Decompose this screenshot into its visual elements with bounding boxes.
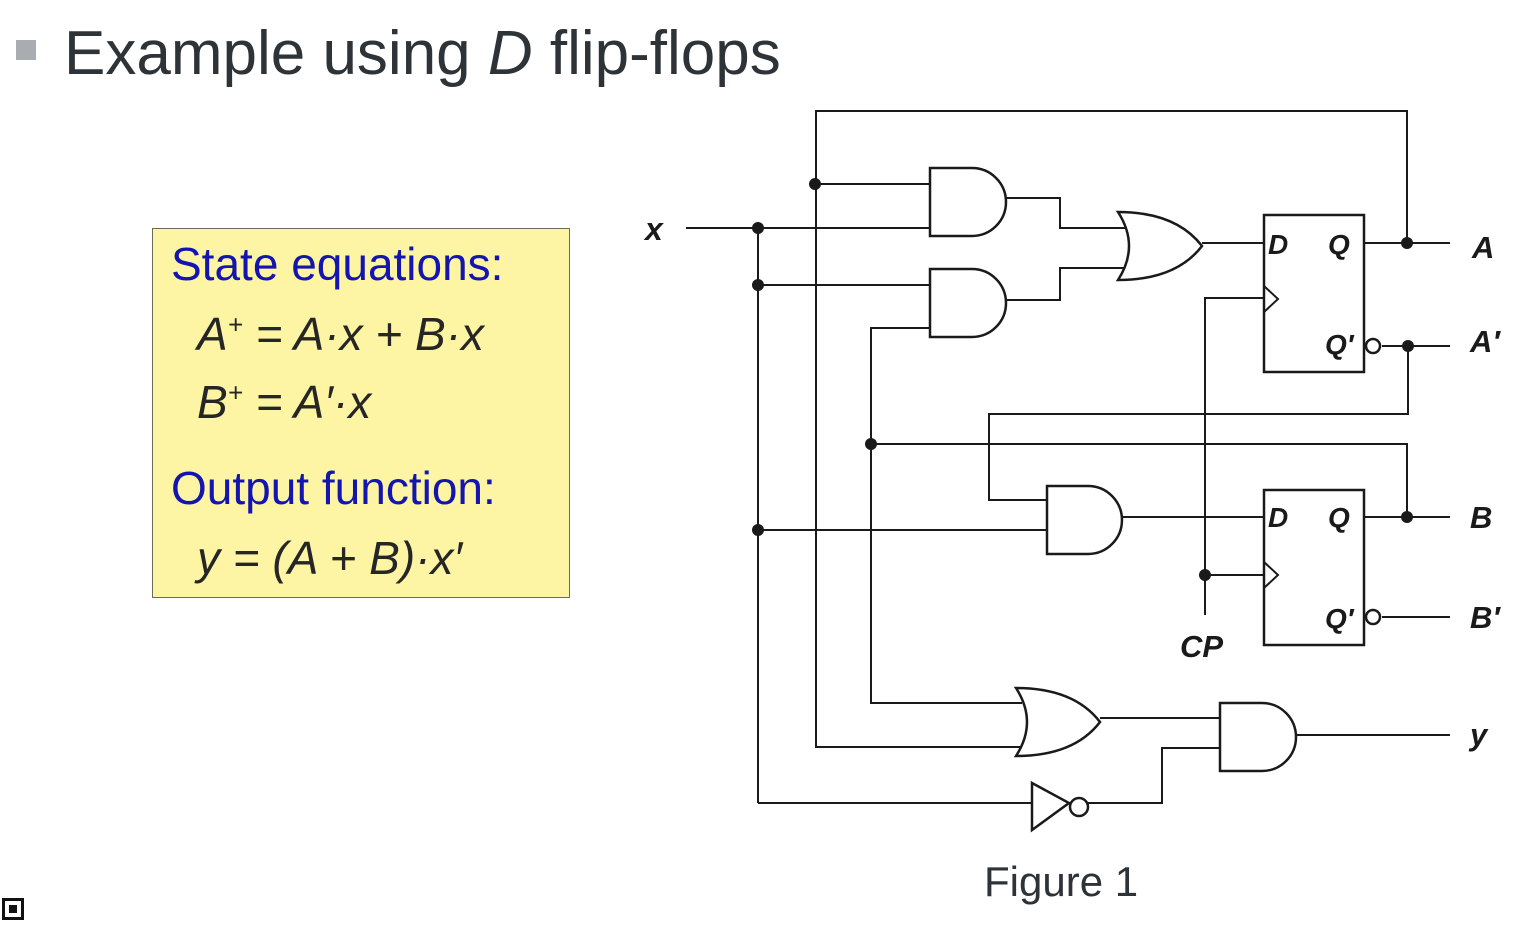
equations-box: State equations: A+ = A·x + B·x B+ = A′·… (152, 228, 570, 598)
equation-y: y = (A + B)·x′ (197, 532, 463, 584)
inverter (1030, 780, 1072, 833)
wires (686, 110, 1450, 804)
gates (928, 166, 1382, 833)
ff-bottom-d-label: D (1268, 502, 1288, 533)
label-x: x (643, 211, 664, 247)
ff-top-qnot-label: Q′ (1325, 329, 1355, 360)
ff-top-clock-triangle (1263, 285, 1280, 313)
slide-title: Example using D flip-flops (64, 16, 781, 92)
label-b: B (1470, 500, 1492, 535)
eq-a-rhs: = A·x + B·x (242, 308, 485, 360)
equation-a: A+ = A·x + B·x (197, 307, 484, 361)
eq-b-rhs: = A′·x (242, 376, 372, 428)
ff-top-d-label: D (1268, 229, 1288, 260)
title-suffix: flip-flops (532, 19, 781, 88)
ff-bottom-qnot-label: Q′ (1325, 603, 1355, 634)
wire-cp-top (1204, 297, 1264, 615)
clock-triangles (1263, 285, 1280, 589)
eq-b-sup: + (227, 377, 243, 408)
qr-code-icon (2, 898, 24, 920)
output-function-header: Output function: (171, 462, 496, 514)
eq-a-sup: + (227, 309, 243, 340)
junction-dots (752, 178, 1414, 581)
label-b-not: B′ (1470, 600, 1501, 635)
and-gate-1 (928, 166, 1008, 238)
eq-b-lhs: B (197, 376, 228, 428)
wire-a-feedback (815, 110, 1408, 748)
and-gate-4 (1218, 701, 1298, 773)
wire-inv-to-and4 (1088, 747, 1220, 804)
label-y: y (1468, 717, 1489, 752)
label-a: A (1471, 230, 1494, 265)
diagram-labels: x D Q Q′ D Q Q′ CP A A′ B B′ y (643, 211, 1501, 752)
wire-and1-to-or1 (1005, 197, 1126, 229)
wire-b-to-and2 (870, 327, 930, 444)
ff-top-qnot-bubble (1364, 337, 1382, 355)
or-gate-1 (1115, 210, 1204, 282)
inverter-bubble (1068, 796, 1090, 818)
ff-top-q-label: Q (1328, 229, 1350, 260)
label-cp: CP (1180, 629, 1223, 664)
and-gate-3 (1045, 484, 1124, 556)
title-prefix: Example using (64, 19, 488, 88)
wire-anot-feedback (988, 346, 1409, 501)
figure-caption: Figure 1 (984, 858, 1139, 905)
wire-and2-to-or1 (1005, 267, 1126, 301)
wire-b-to-or2 (870, 444, 1022, 704)
label-a-not: A′ (1469, 324, 1501, 359)
and-gate-2 (928, 267, 1008, 339)
ff-bottom-qnot-bubble (1364, 608, 1382, 626)
flip-flop-top (1262, 213, 1366, 374)
eq-a-lhs: A (197, 308, 228, 360)
ff-bottom-q-label: Q (1328, 502, 1350, 533)
title-italic-d: D (487, 19, 533, 88)
title-bullet (16, 40, 36, 60)
wire-b-feedback (871, 443, 1408, 517)
or-gate-2 (1013, 686, 1102, 758)
flip-flop-bottom (1262, 488, 1366, 647)
equation-b: B+ = A′·x (197, 375, 371, 429)
ff-bottom-clock-triangle (1263, 561, 1280, 589)
state-equations-header: State equations: (171, 238, 504, 290)
